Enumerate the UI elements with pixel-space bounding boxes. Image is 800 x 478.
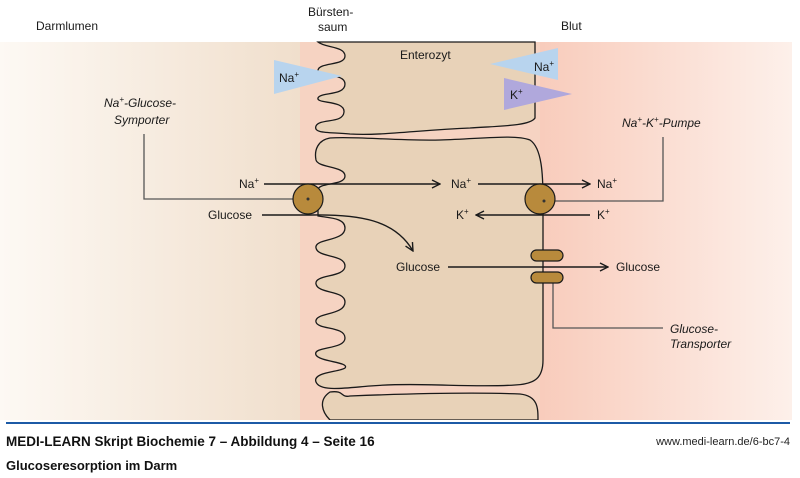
symporter-label-2: Symporter: [114, 113, 170, 127]
k-blood-label: K+: [597, 207, 610, 222]
blood-background: [520, 42, 792, 420]
na-apical-gradient-label: Na+: [279, 70, 299, 85]
na-k-pump: [524, 183, 556, 215]
third-enterocyte-cell: [321, 391, 539, 420]
enterocyte-label: Enterozyt: [400, 48, 451, 62]
transporter-label-1: Glucose-: [670, 322, 718, 336]
glucose-transporter-lower: [530, 271, 564, 284]
lumen-label: Darmlumen: [36, 19, 98, 33]
glucose-resorption-diagram: Darmlumen Bürsten- saum Blut Enterozyt N…: [0, 5, 792, 420]
transporter-leader-line: [552, 280, 663, 329]
symporter-leader-line: [143, 134, 308, 200]
na-basal-gradient: [490, 48, 558, 80]
brush-border-label-1: Bürsten-: [308, 5, 353, 19]
k-basal-gradient: [504, 78, 572, 110]
pump-anchor-dot: [542, 199, 546, 203]
footer-divider: [6, 422, 790, 424]
pump-leader-line: [544, 137, 664, 202]
figure-subtitle: Glucoseresorption im Darm: [6, 458, 178, 473]
na-basal-gradient-label: Na+: [534, 59, 554, 74]
figure-url[interactable]: www.medi-learn.de/6-bc7-4: [656, 436, 790, 448]
na-apical-gradient: [274, 60, 342, 94]
lumen-background: [0, 42, 330, 420]
glucose-transporter-upper: [530, 249, 564, 262]
na-blood-label: Na+: [597, 176, 617, 191]
brush-border-label-2: saum: [318, 20, 347, 34]
blood-label: Blut: [561, 19, 582, 33]
figure-title: MEDI-LEARN Skript Biochemie 7 – Abbildun…: [6, 434, 375, 449]
transporter-label-2: Transporter: [670, 337, 732, 351]
glucose-lumen-label: Glucose: [208, 208, 252, 222]
na-cell-label: Na+: [451, 176, 471, 191]
k-basal-gradient-label: K+: [510, 87, 523, 102]
glucose-into-cell-arrow: [309, 214, 413, 251]
symporter-anchor-dot: [306, 197, 310, 201]
upper-enterocyte-cell: [315, 41, 536, 136]
na-lumen-label: Na+: [239, 176, 259, 191]
pump-label: Na+-K+-Pumpe: [622, 115, 701, 130]
k-cell-label: K+: [456, 207, 469, 222]
symporter-label-1: Na+-Glucose-: [104, 95, 176, 110]
glucose-blood-label: Glucose: [616, 260, 660, 274]
glucose-cell-label: Glucose: [396, 260, 440, 274]
